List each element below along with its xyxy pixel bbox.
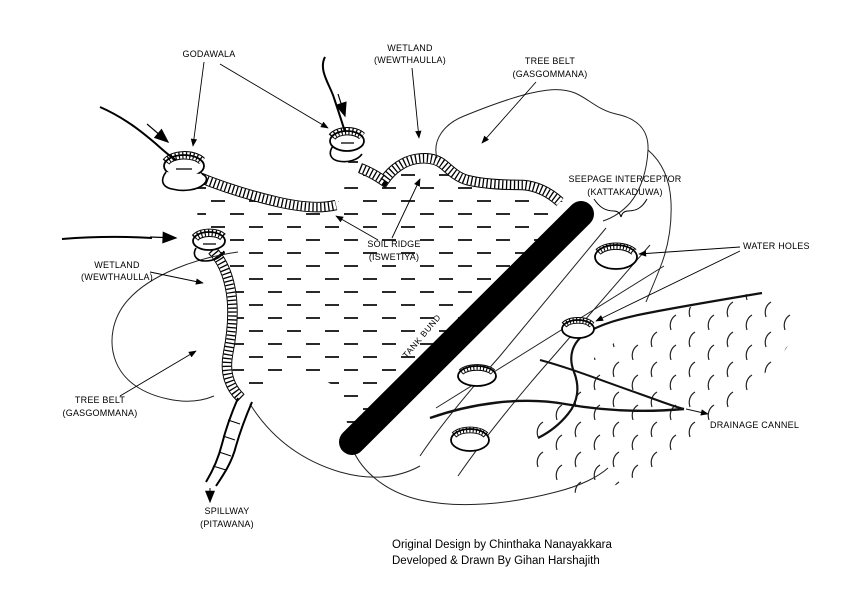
label-drainage-cannel: DRAINAGE CANNEL: [710, 420, 799, 430]
seepage-brace: [593, 198, 648, 218]
label-spillway-2: (PITAWANA): [200, 519, 254, 529]
label-tree-belt-left-1: TREE BELT: [75, 395, 125, 405]
godawala-pond-center: [330, 131, 364, 163]
water-hole-4: [450, 429, 490, 452]
diagram-labels: GODAWALA WETLAND (WEWTHAULLA) TREE BELT …: [63, 43, 810, 529]
water-hole-2: [562, 320, 594, 339]
drainage-area-arcs: [531, 291, 796, 493]
tank-water-body: [194, 153, 580, 441]
label-wetland-top-2: (WEWTHAULLA): [374, 55, 446, 65]
spillway-channel: [205, 397, 253, 504]
label-godawala: GODAWALA: [183, 49, 236, 59]
label-tree-belt-top-1: TREE BELT: [525, 56, 575, 66]
label-wetland-left-1: WETLAND: [94, 260, 140, 270]
tree-belt-outline-top: [435, 89, 649, 222]
label-soil-ridge-1: SOIL RIDGE: [367, 239, 420, 249]
label-soil-ridge-2: (ISWETIYA): [369, 252, 419, 262]
tree-belt-outline-left: [111, 251, 239, 402]
inflow-streams: [61, 56, 347, 244]
leader-lines: [119, 61, 741, 397]
label-seepage-1: SEEPAGE INTERCEPTOR: [569, 174, 682, 184]
water-hole-1: [594, 245, 638, 270]
label-spillway-1: SPILLWAY: [205, 506, 250, 516]
water-hole-3: [457, 366, 497, 387]
label-tree-belt-left-2: (GASGOMMANA): [63, 408, 138, 418]
godawala-pond-left-mid: [193, 232, 225, 262]
label-water-holes: WATER HOLES: [743, 241, 810, 251]
credits: Original Design by Chinthaka Nanayakkara…: [392, 539, 612, 567]
label-seepage-2: (KATTAKADUWA): [587, 187, 662, 197]
credit-line-2: Developed & Drawn By Gihan Harshajith: [392, 555, 600, 567]
label-wetland-top-1: WETLAND: [387, 43, 433, 53]
drainage-cannel-line: [429, 359, 709, 420]
godawala-pond-left: [163, 155, 208, 192]
credit-line-1: Original Design by Chinthaka Nanayakkara: [392, 539, 612, 551]
label-wetland-left-2: (WEWTHAULLA): [81, 272, 153, 282]
tank-bund: [339, 201, 594, 455]
label-tree-belt-top-2: (GASGOMMANA): [513, 69, 588, 79]
